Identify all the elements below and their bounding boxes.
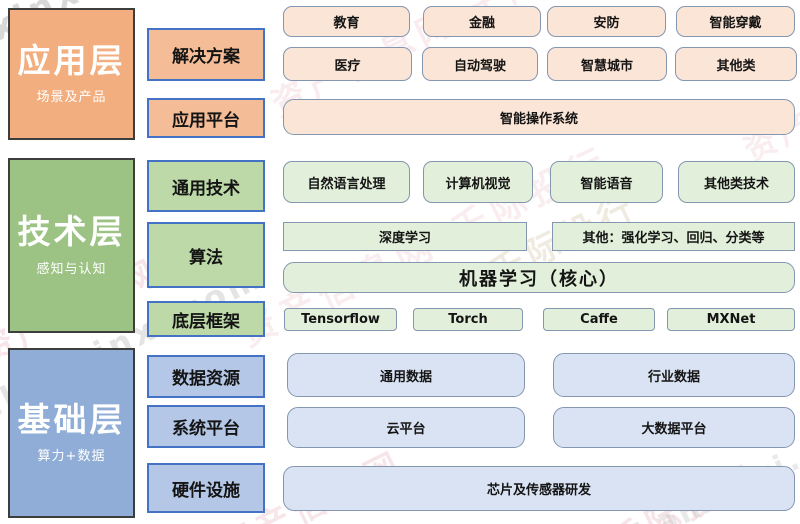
chip-industry-data: 行业数据 (553, 353, 795, 397)
chip-label: Tensorflow (301, 312, 380, 327)
chip-label: Caffe (580, 312, 618, 327)
chip-mxnet: MXNet (667, 308, 795, 331)
label-text: 系统平台 (172, 419, 240, 439)
chip-label: 金融 (468, 16, 495, 31)
chip-other-category: 其他类 (675, 47, 797, 81)
chip-cloud-platform: 云平台 (287, 407, 525, 448)
chip-big-data-platform: 大数据平台 (553, 407, 795, 448)
chip-label: MXNet (706, 312, 756, 327)
label-text: 通用技术 (172, 178, 240, 199)
chip-intelligent-speech: 智能语音 (550, 161, 663, 203)
chip-deep-learning: 深度学习 (283, 222, 527, 251)
chip-education: 教育 (283, 6, 410, 37)
chip-smart-wearable: 智能穿戴 (676, 6, 795, 37)
label-text: 数据资源 (172, 369, 240, 389)
chip-label: 安防 (593, 16, 620, 31)
label-text: 解决方案 (172, 47, 240, 67)
chip-tensorflow: Tensorflow (284, 308, 397, 331)
layer-subtitle: 感知与认知 (36, 261, 107, 277)
label-box-framework: 底层框架 (147, 301, 265, 337)
chip-nlp: 自然语言处理 (283, 161, 410, 203)
label-text: 应用平台 (172, 110, 240, 131)
chip-label: 智能语音 (580, 176, 633, 192)
chip-label: 教育 (333, 16, 360, 31)
label-box-solutions: 解决方案 (147, 28, 265, 81)
chip-label: 芯片及传感器研发 (486, 483, 591, 498)
chip-general-data: 通用数据 (287, 353, 525, 397)
label-box-hardware: 硬件设施 (147, 463, 265, 513)
chip-caffe: Caffe (543, 308, 655, 331)
chip-label: 自然语言处理 (307, 176, 386, 192)
chip-label: 机器学习（核心） (459, 268, 619, 290)
chip-chip-sensor-rd: 芯片及传感器研发 (283, 466, 795, 511)
chip-label: 智慧城市 (580, 58, 633, 74)
label-text: 底层框架 (172, 311, 240, 332)
chip-medical: 医疗 (283, 47, 412, 81)
chip-finance: 金融 (423, 6, 541, 37)
chip-label: 自动驾驶 (453, 58, 506, 74)
chip-label: 医疗 (334, 58, 361, 74)
chip-label: 计算机视觉 (445, 176, 511, 192)
chip-label: 其他：强化学习、回归、分类等 (582, 231, 765, 246)
label-text: 算法 (189, 247, 223, 268)
layer-title: 应用层 (17, 40, 126, 80)
chip-label: 云平台 (386, 422, 426, 437)
chip-label: 深度学习 (378, 231, 431, 246)
chip-label: 智能操作系统 (499, 111, 578, 127)
label-box-general-tech: 通用技术 (147, 160, 265, 212)
layer-block-application: 应用层 场景及产品 (8, 8, 135, 140)
chip-other-algorithms: 其他：强化学习、回归、分类等 (552, 222, 795, 251)
label-box-system-platform: 系统平台 (147, 405, 265, 448)
layer-subtitle: 算力+数据 (37, 449, 106, 465)
label-box-data-resources: 数据资源 (147, 355, 265, 398)
chip-label: Torch (448, 312, 488, 327)
layer-title: 基础层 (17, 399, 126, 439)
label-box-algorithm: 算法 (147, 222, 265, 288)
chip-smart-city: 智慧城市 (547, 47, 667, 81)
layer-block-technology: 技术层 感知与认知 (8, 158, 135, 333)
layer-block-foundation: 基础层 算力+数据 (8, 348, 135, 518)
label-box-app-platform: 应用平台 (147, 98, 265, 138)
layer-subtitle: 场景及产品 (36, 90, 107, 106)
chip-machine-learning-core: 机器学习（核心） (283, 262, 795, 293)
chip-label: 通用数据 (379, 369, 432, 385)
chip-computer-vision: 计算机视觉 (423, 161, 533, 203)
layer-title: 技术层 (17, 212, 126, 252)
chip-autonomous-driving: 自动驾驶 (422, 47, 538, 81)
chip-torch: Torch (413, 308, 523, 331)
chip-label: 行业数据 (647, 369, 700, 385)
chip-label: 其他类 (716, 58, 756, 74)
label-text: 硬件设施 (172, 480, 240, 501)
chip-label: 大数据平台 (641, 422, 707, 437)
chip-label: 智能穿戴 (709, 16, 762, 31)
chip-intelligent-os: 智能操作系统 (283, 99, 795, 135)
chip-label: 其他类技术 (703, 176, 769, 192)
chip-other-tech: 其他类技术 (678, 161, 795, 203)
chip-security: 安防 (547, 6, 666, 37)
